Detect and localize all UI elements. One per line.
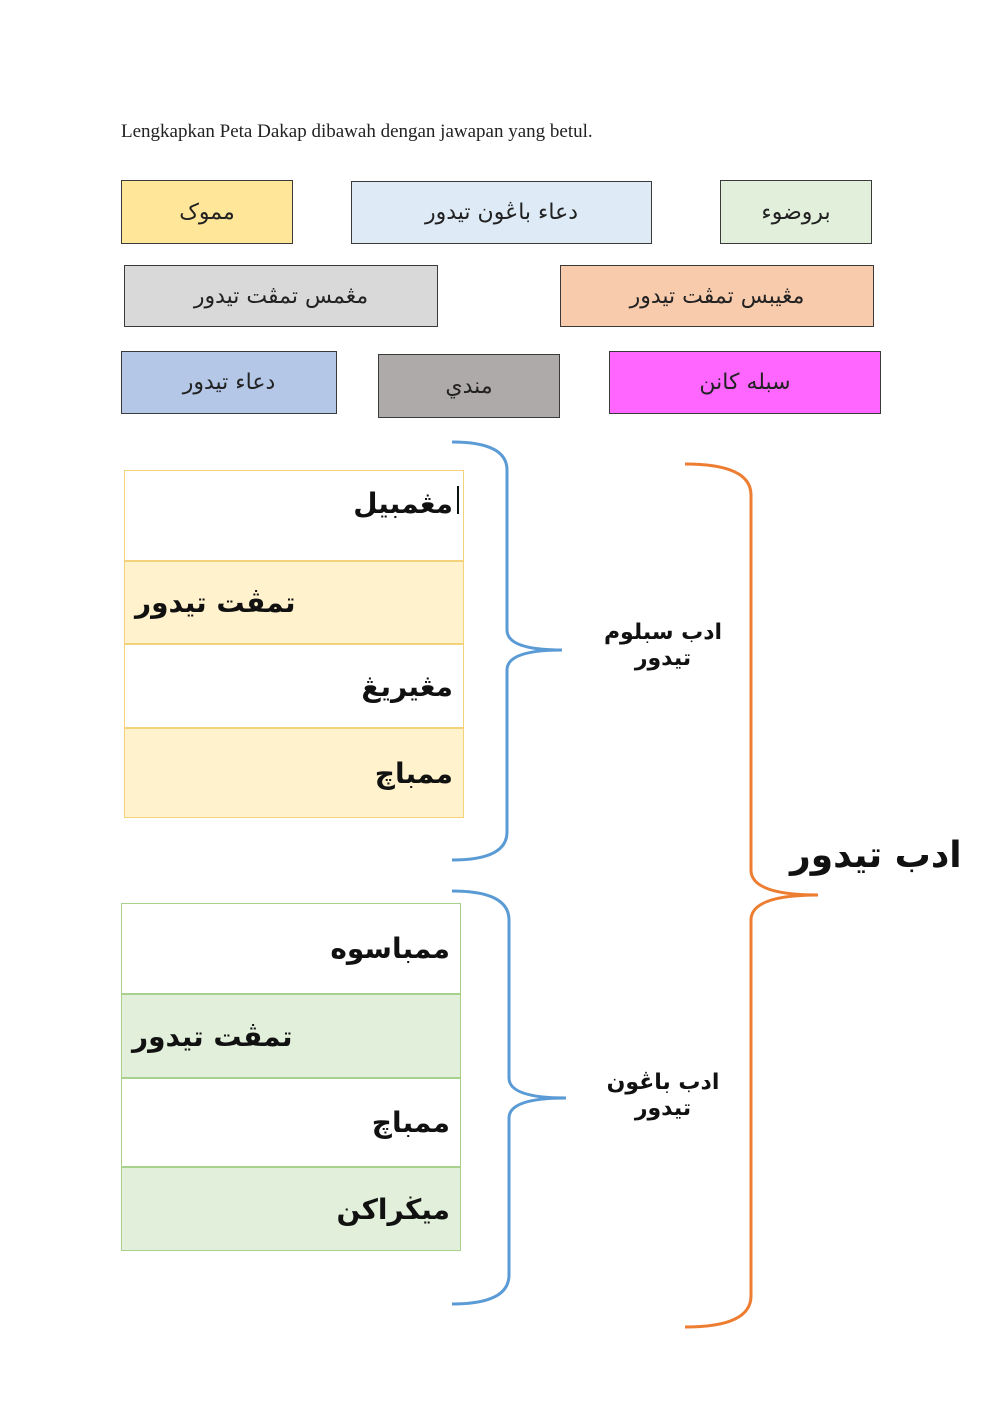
branch-brace	[451, 889, 567, 1306]
drop-box[interactable]: ممباچ	[124, 728, 464, 818]
answer-chip-label: مڠمس تمڤت تيدور	[193, 283, 369, 309]
drop-box[interactable]: مڠيريڠ	[124, 644, 464, 728]
drop-box[interactable]: ممباسوه	[121, 903, 461, 994]
answer-chip-label: دعاء تيدور	[182, 370, 276, 395]
drop-box-label: تمڤت تيدور	[135, 586, 296, 619]
branch-label-line: ادب سبلوم	[603, 620, 723, 645]
drop-box-label: ممباچ	[371, 1106, 450, 1139]
drop-box[interactable]: مڠمبيل	[124, 470, 464, 561]
answer-chip-label: مڠيبس تمڤت تيدور	[629, 283, 805, 309]
answer-chip[interactable]: مڠمس تمڤت تيدور	[124, 265, 438, 327]
answer-chip[interactable]: مڠيبس تمڤت تيدور	[560, 265, 874, 327]
answer-chip-label: بروضوء	[761, 199, 831, 225]
answer-chip-label: مندي	[445, 373, 493, 399]
branch-label: ادب باڠون تيدور	[578, 1070, 748, 1123]
drop-box-label: ميڬراكن	[336, 1192, 450, 1226]
drop-box[interactable]: تمڤت تيدور	[124, 561, 464, 644]
answer-chip[interactable]: مموک	[121, 180, 293, 244]
answer-chip[interactable]: دعاء باڠون تيدور	[351, 181, 652, 244]
answer-chip-label: دعاء باڠون تيدور	[425, 200, 578, 225]
main-topic: ادب تيدور	[790, 835, 962, 876]
branch-label: ادب سبلوم تيدور	[578, 620, 748, 673]
branch-label-line: ادب باڠون	[606, 1070, 720, 1095]
drop-box-label: مڠيريڠ	[361, 669, 453, 703]
answer-chip[interactable]: سبله كانن	[609, 351, 881, 414]
branch-label-line: تيدور	[634, 1096, 692, 1122]
answer-chip[interactable]: دعاء تيدور	[121, 351, 337, 414]
answer-chip[interactable]: مندي	[378, 354, 560, 418]
instruction-text: Lengkapkan Peta Dakap dibawah dengan jaw…	[121, 121, 593, 142]
answer-chip[interactable]: بروضوء	[720, 180, 872, 244]
drop-box[interactable]: ميڬراكن	[121, 1167, 461, 1251]
drop-box-label: ممباسوه	[330, 932, 450, 965]
drop-box[interactable]: ممباچ	[121, 1078, 461, 1167]
drop-box-label: ممباچ	[374, 756, 453, 790]
drop-box-label: مڠمبيل	[353, 487, 453, 520]
branch-label-line: تيدور	[634, 646, 692, 672]
answer-chip-label: مموک	[179, 199, 235, 225]
answer-chip-label: سبله كانن	[699, 370, 791, 395]
main-brace	[684, 462, 819, 1329]
text-cursor	[457, 486, 459, 514]
branch-brace	[451, 440, 563, 862]
drop-box-label: تمڤت تيدور	[132, 1019, 293, 1053]
drop-box[interactable]: تمڤت تيدور	[121, 994, 461, 1078]
